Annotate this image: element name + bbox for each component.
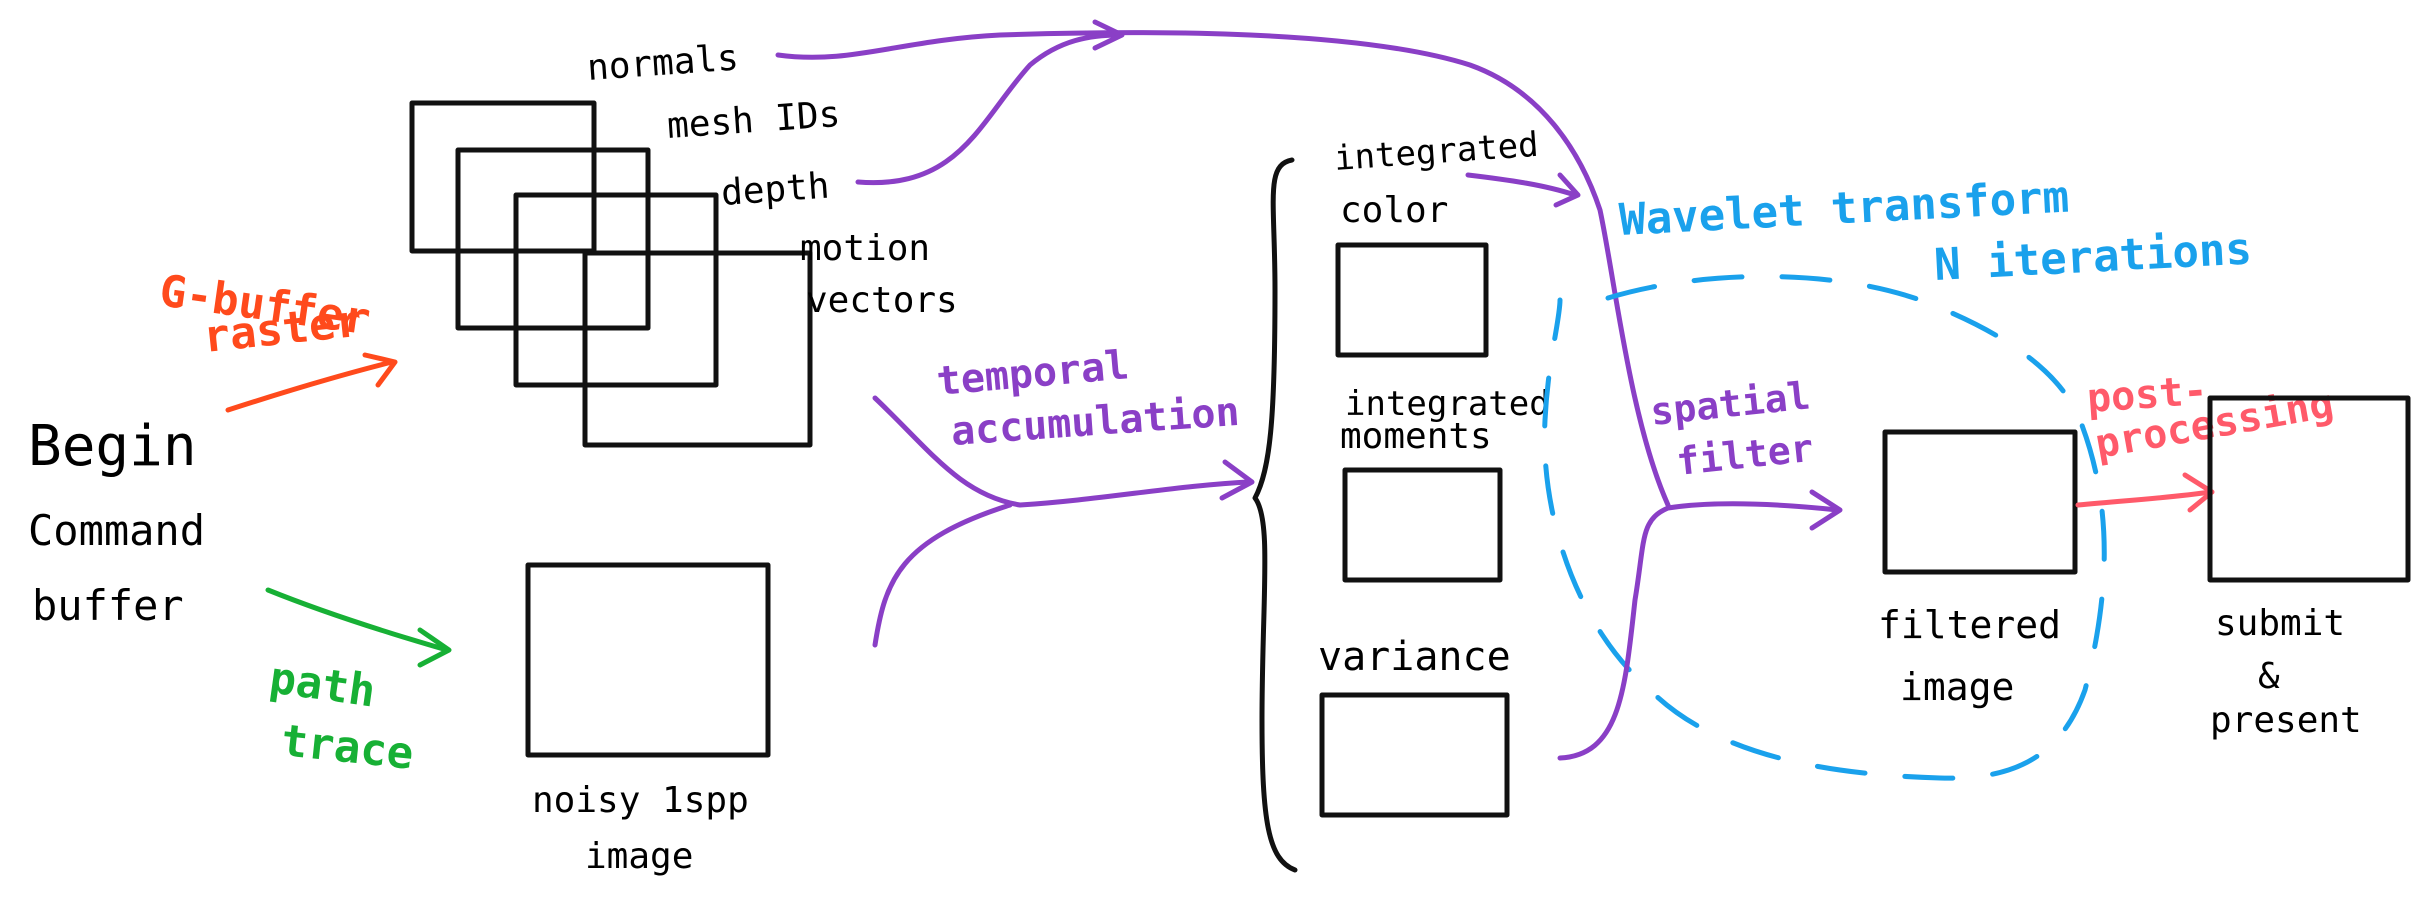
filtered-label-line2: image <box>1900 665 2014 709</box>
submit-label-line2: & <box>2258 656 2280 697</box>
gbuffer-arrow <box>225 352 398 413</box>
filtered-image-box <box>1882 429 2078 575</box>
motion-label-line1: motion <box>800 228 930 269</box>
spatial-label-line2: filter <box>1674 426 1815 484</box>
submit-label-line3: present <box>2210 700 2362 741</box>
begin-label: Begin <box>28 414 197 479</box>
integrated-color-label-line1: integrated <box>1333 125 1540 179</box>
variance-label: variance <box>1318 634 1511 680</box>
integrated-moments-label-line1: integrated <box>1345 384 1550 424</box>
post-processing-arrow <box>2075 472 2215 513</box>
gbuffer-stack <box>409 100 813 448</box>
spatial-label-line1: spatial <box>1648 373 1812 433</box>
path-label-line2: trace <box>279 715 416 780</box>
normals-label: normals <box>586 37 740 88</box>
post-label-line1: post- <box>2085 368 2208 422</box>
integrated-color-box <box>1335 242 1489 358</box>
path-trace-arrow <box>265 587 452 668</box>
integrated-moments-box <box>1342 467 1503 583</box>
path-label-line1: path <box>266 652 378 717</box>
wavelet-label-line1: Wavelet transform <box>1618 171 2070 245</box>
temporal-label-line1: temporal <box>935 342 1131 405</box>
outputs-brace <box>1252 157 1298 873</box>
wavelet-loop <box>1542 274 2107 781</box>
depth-buffer <box>513 192 719 388</box>
noisy-image-box <box>525 562 771 758</box>
variance-box <box>1319 692 1510 818</box>
temporal-accumulation-arrows <box>872 395 1255 648</box>
depth-label: depth <box>720 166 831 214</box>
motion-label-line2: vectors <box>806 280 958 321</box>
spatial-filter-arrow <box>1557 489 1843 761</box>
submit-label-line1: submit <box>2215 603 2345 644</box>
noisy-label-line2: image <box>585 836 693 877</box>
motion-vectors-buffer <box>582 250 813 448</box>
integrated-moments-label-line2: moments <box>1340 416 1492 457</box>
integrated-color-label-line2: color <box>1340 190 1448 231</box>
buffer-label: buffer <box>32 581 184 630</box>
normals-buffer <box>409 100 597 254</box>
command-label: Command <box>28 506 205 555</box>
wavelet-label-line2: N iterations <box>1933 223 2253 291</box>
present-image-box <box>2207 395 2411 583</box>
filtered-label-line1: filtered <box>1878 603 2061 647</box>
mesh-ids-label: mesh IDs <box>666 94 842 147</box>
mesh-ids-buffer <box>455 147 651 331</box>
noisy-label-line1: noisy 1spp <box>532 780 749 821</box>
